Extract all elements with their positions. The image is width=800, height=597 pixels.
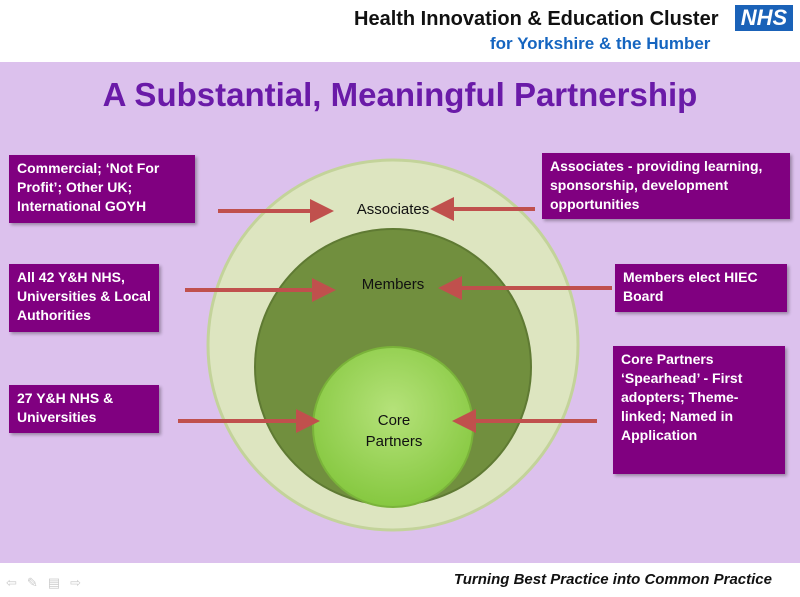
associates-label: Associates xyxy=(356,201,430,218)
left-box-members: All 42 Y&H NHS, Universities & Local Aut… xyxy=(9,264,159,332)
members-label: Members xyxy=(361,276,425,293)
left-box-associates: Commercial; ‘Not For Profit’; Other UK; … xyxy=(9,155,195,223)
header-title: Health Innovation & Education Cluster xyxy=(354,8,719,30)
left-box-core: 27 Y&H NHS & Universities xyxy=(9,385,159,433)
prev-icon[interactable]: ⇦ xyxy=(6,575,27,590)
footer-tagline: Turning Best Practice into Common Practi… xyxy=(453,571,772,588)
right-box-associates: Associates - providing learning, sponsor… xyxy=(542,153,790,219)
nhs-logo: NHS xyxy=(735,5,793,31)
right-box-members: Members elect HIEC Board xyxy=(615,264,787,312)
header-subtitle: for Yorkshire & the Humber xyxy=(490,34,711,53)
pen-icon[interactable]: ✎ xyxy=(26,575,48,590)
next-icon[interactable]: ⇨ xyxy=(70,575,92,590)
right-box-core: Core Partners ‘Spearhead’ - First adopte… xyxy=(613,346,785,474)
slide-title: A Substantial, Meaningful Partnership xyxy=(102,76,698,113)
slide-nav-controls[interactable]: ⇦✎▤⇨ xyxy=(6,575,91,591)
menu-icon[interactable]: ▤ xyxy=(47,575,71,590)
core-label: Core Partners xyxy=(365,412,423,450)
